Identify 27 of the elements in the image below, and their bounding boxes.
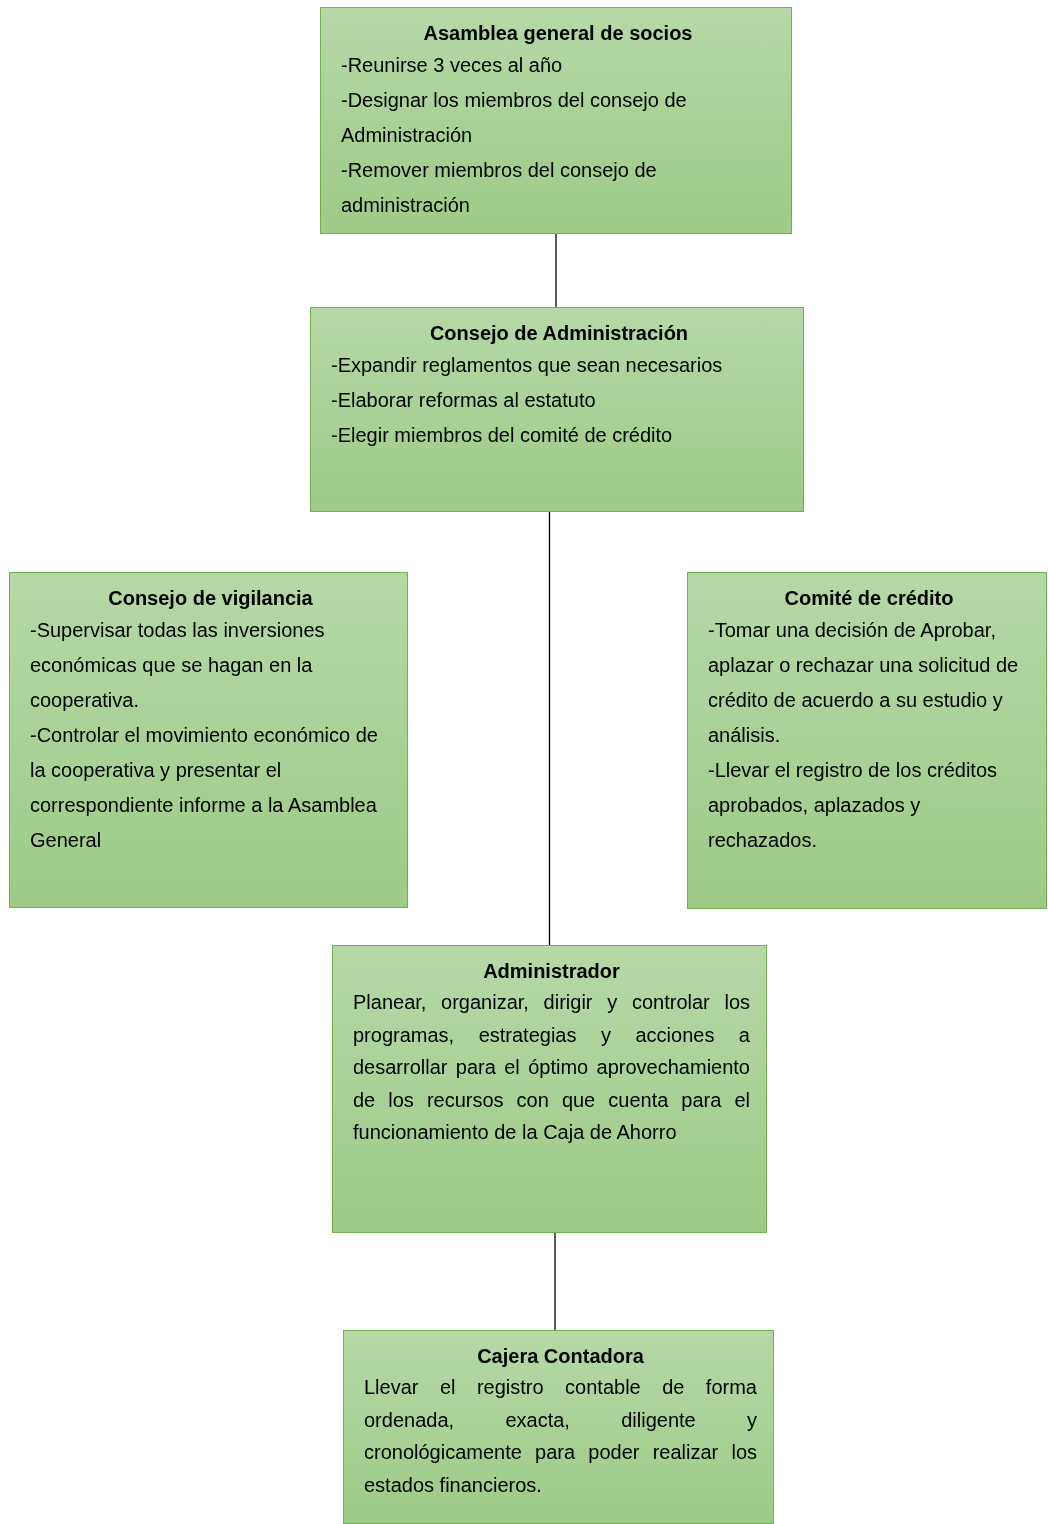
role-description: -Designar los miembros del consejo de Administración bbox=[341, 88, 688, 148]
role-description: Llevar el registro contable de forma ordenada, exacta, diligente y cronológicamente para poder realizar los estados financieros. bbox=[364, 1375, 757, 1498]
role-title: Comité de crédito bbox=[783, 586, 955, 611]
role-description: -Reunirse 3 veces al año bbox=[341, 53, 564, 78]
role-title: Consejo de Administración bbox=[428, 321, 690, 346]
role-description: -Supervisar todas las inversiones económicas que se hagan en la cooperativa. bbox=[30, 618, 326, 713]
role-description: -Remover miembros del consejo de administración bbox=[341, 158, 658, 218]
role-box bbox=[320, 7, 792, 234]
role-title: Administrador bbox=[482, 959, 621, 984]
role-box bbox=[332, 945, 767, 1233]
connector-line bbox=[555, 233, 557, 308]
connector-line bbox=[548, 511, 551, 946]
role-box bbox=[343, 1330, 774, 1524]
role-box bbox=[687, 572, 1047, 909]
role-box bbox=[9, 572, 408, 908]
role-box bbox=[310, 307, 804, 512]
connector-line bbox=[554, 1232, 556, 1331]
role-description: -Elegir miembros del comité de crédito bbox=[331, 423, 674, 448]
role-description: -Expandir reglamentos que sean necesarios bbox=[331, 353, 724, 378]
role-description: -Llevar el registro de los créditos aprobados, aplazados y rechazados. bbox=[708, 758, 998, 853]
role-title: Asamblea general de socios bbox=[422, 21, 694, 46]
role-description: Planear, organizar, dirigir y controlar los programas, estrategias y acciones a desarrollar para el óptimo aprovechamiento de los recursos con que cuenta para el funcionamiento de la Caja de Ahorro bbox=[353, 990, 750, 1145]
role-description: -Controlar el movimiento económico de la cooperativa y presentar el correspondiente informe a la Asamblea General bbox=[30, 723, 379, 853]
role-description: -Tomar una decisión de Aprobar, aplazar o rechazar una solicitud de crédito de acuerdo a su estudio y análisis. bbox=[708, 618, 1020, 748]
role-title: Consejo de vigilancia bbox=[107, 586, 314, 611]
role-description: -Elaborar reformas al estatuto bbox=[331, 388, 597, 413]
role-title: Cajera Contadora bbox=[476, 1344, 645, 1369]
